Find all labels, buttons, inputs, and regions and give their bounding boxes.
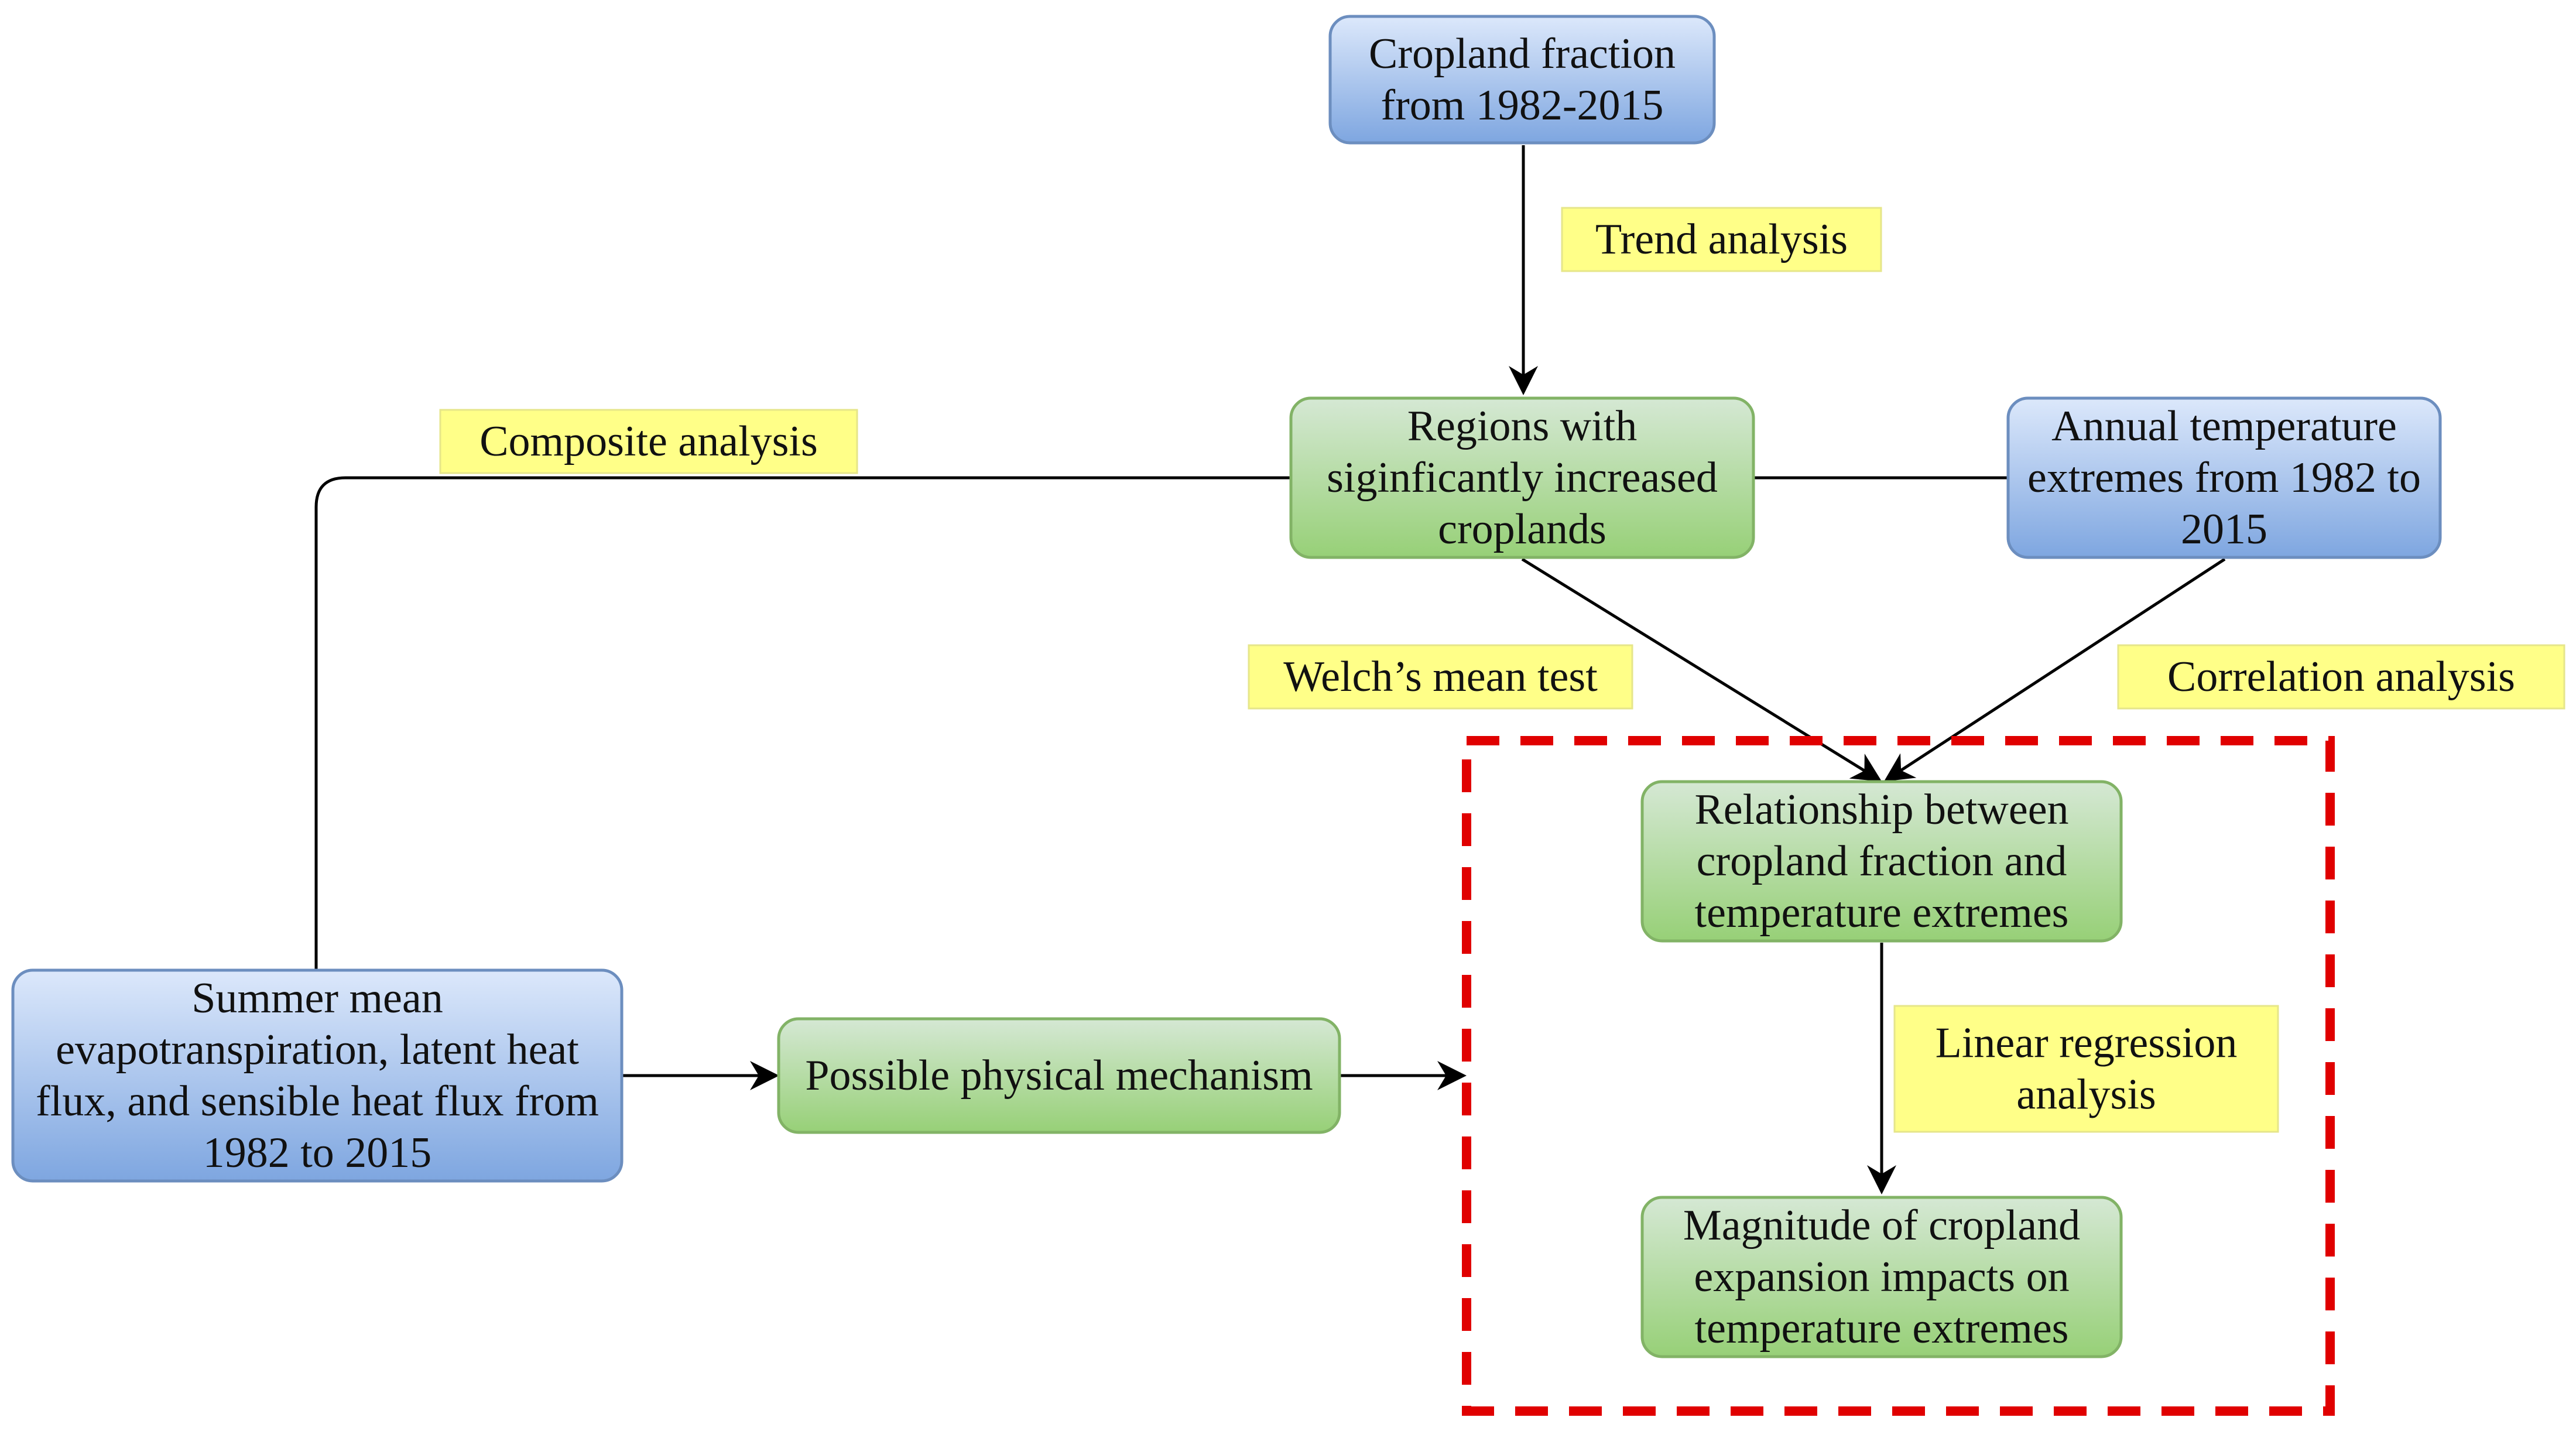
text-line: Welch’s mean test [1283, 653, 1598, 701]
label-welchs-mean-test-box [1248, 644, 1633, 710]
text-line: expansion impacts on [1694, 1253, 2069, 1301]
edge-regions-to-summer-composite [314, 476, 1291, 970]
edge-annual-to-relationship [1883, 557, 2226, 782]
text-line: from 1982-2015 [1381, 81, 1664, 129]
text-line: siginficantly increased [1327, 454, 1718, 502]
text-line: Magnitude of cropland [1683, 1201, 2080, 1249]
text-line: Correlation analysis [2167, 653, 2515, 701]
text-line: Cropland fraction [1369, 30, 1676, 78]
label-linear-regression-analysis-box [1893, 1005, 2279, 1133]
text-line: flux, and sensible heat flux from [36, 1077, 599, 1125]
text-line: Trend analysis [1595, 215, 1848, 263]
node-regions-increased-croplands-box [1289, 396, 1755, 559]
text-line: 2015 [2181, 505, 2267, 553]
text-line: Linear regression [1936, 1019, 2238, 1067]
node-relationship-box [1640, 780, 2123, 943]
label-welchs-mean-test: Welch’s mean test [1248, 644, 1633, 710]
text-line: extremes from 1982 to [2027, 454, 2421, 502]
text-line: 1982 to 2015 [203, 1129, 432, 1177]
node-summer-mean-fluxes-box [11, 968, 624, 1183]
label-correlation-analysis: Correlation analysis [2117, 644, 2565, 710]
node-possible-physical-mechanism-box [777, 1017, 1341, 1134]
text-line: croplands [1438, 505, 1606, 553]
label-trend-analysis: Trend analysis [1561, 207, 1882, 272]
node-annual-temperature-extremes-box [2006, 396, 2442, 559]
text-line: temperature extremes [1695, 889, 2069, 937]
text-line: evapotranspiration, latent heat [56, 1026, 579, 1074]
text-line: Regions with [1407, 402, 1638, 450]
text-line: analysis [2016, 1071, 2156, 1119]
label-composite-analysis: Composite analysis [439, 409, 858, 474]
node-magnitude-impacts-box [1640, 1196, 2123, 1358]
label-trend-analysis-box [1561, 207, 1882, 272]
highlight-region-border [1462, 736, 2335, 1416]
node-possible-physical-mechanism: Possible physical mechanism [777, 1017, 1341, 1134]
text-line: Annual temperature [2051, 402, 2397, 450]
label-correlation-analysis-box [2117, 644, 2565, 710]
text-line: temperature extremes [1695, 1305, 2069, 1353]
text-line: Composite analysis [479, 417, 818, 465]
label-composite-analysis-box [439, 409, 858, 474]
text-line: Possible physical mechanism [805, 1052, 1313, 1100]
node-cropland-fraction-box [1328, 15, 1716, 145]
text-line: Summer mean [191, 974, 443, 1022]
text-line: cropland fraction and [1697, 837, 2067, 885]
text-line: Relationship between [1694, 786, 2068, 834]
